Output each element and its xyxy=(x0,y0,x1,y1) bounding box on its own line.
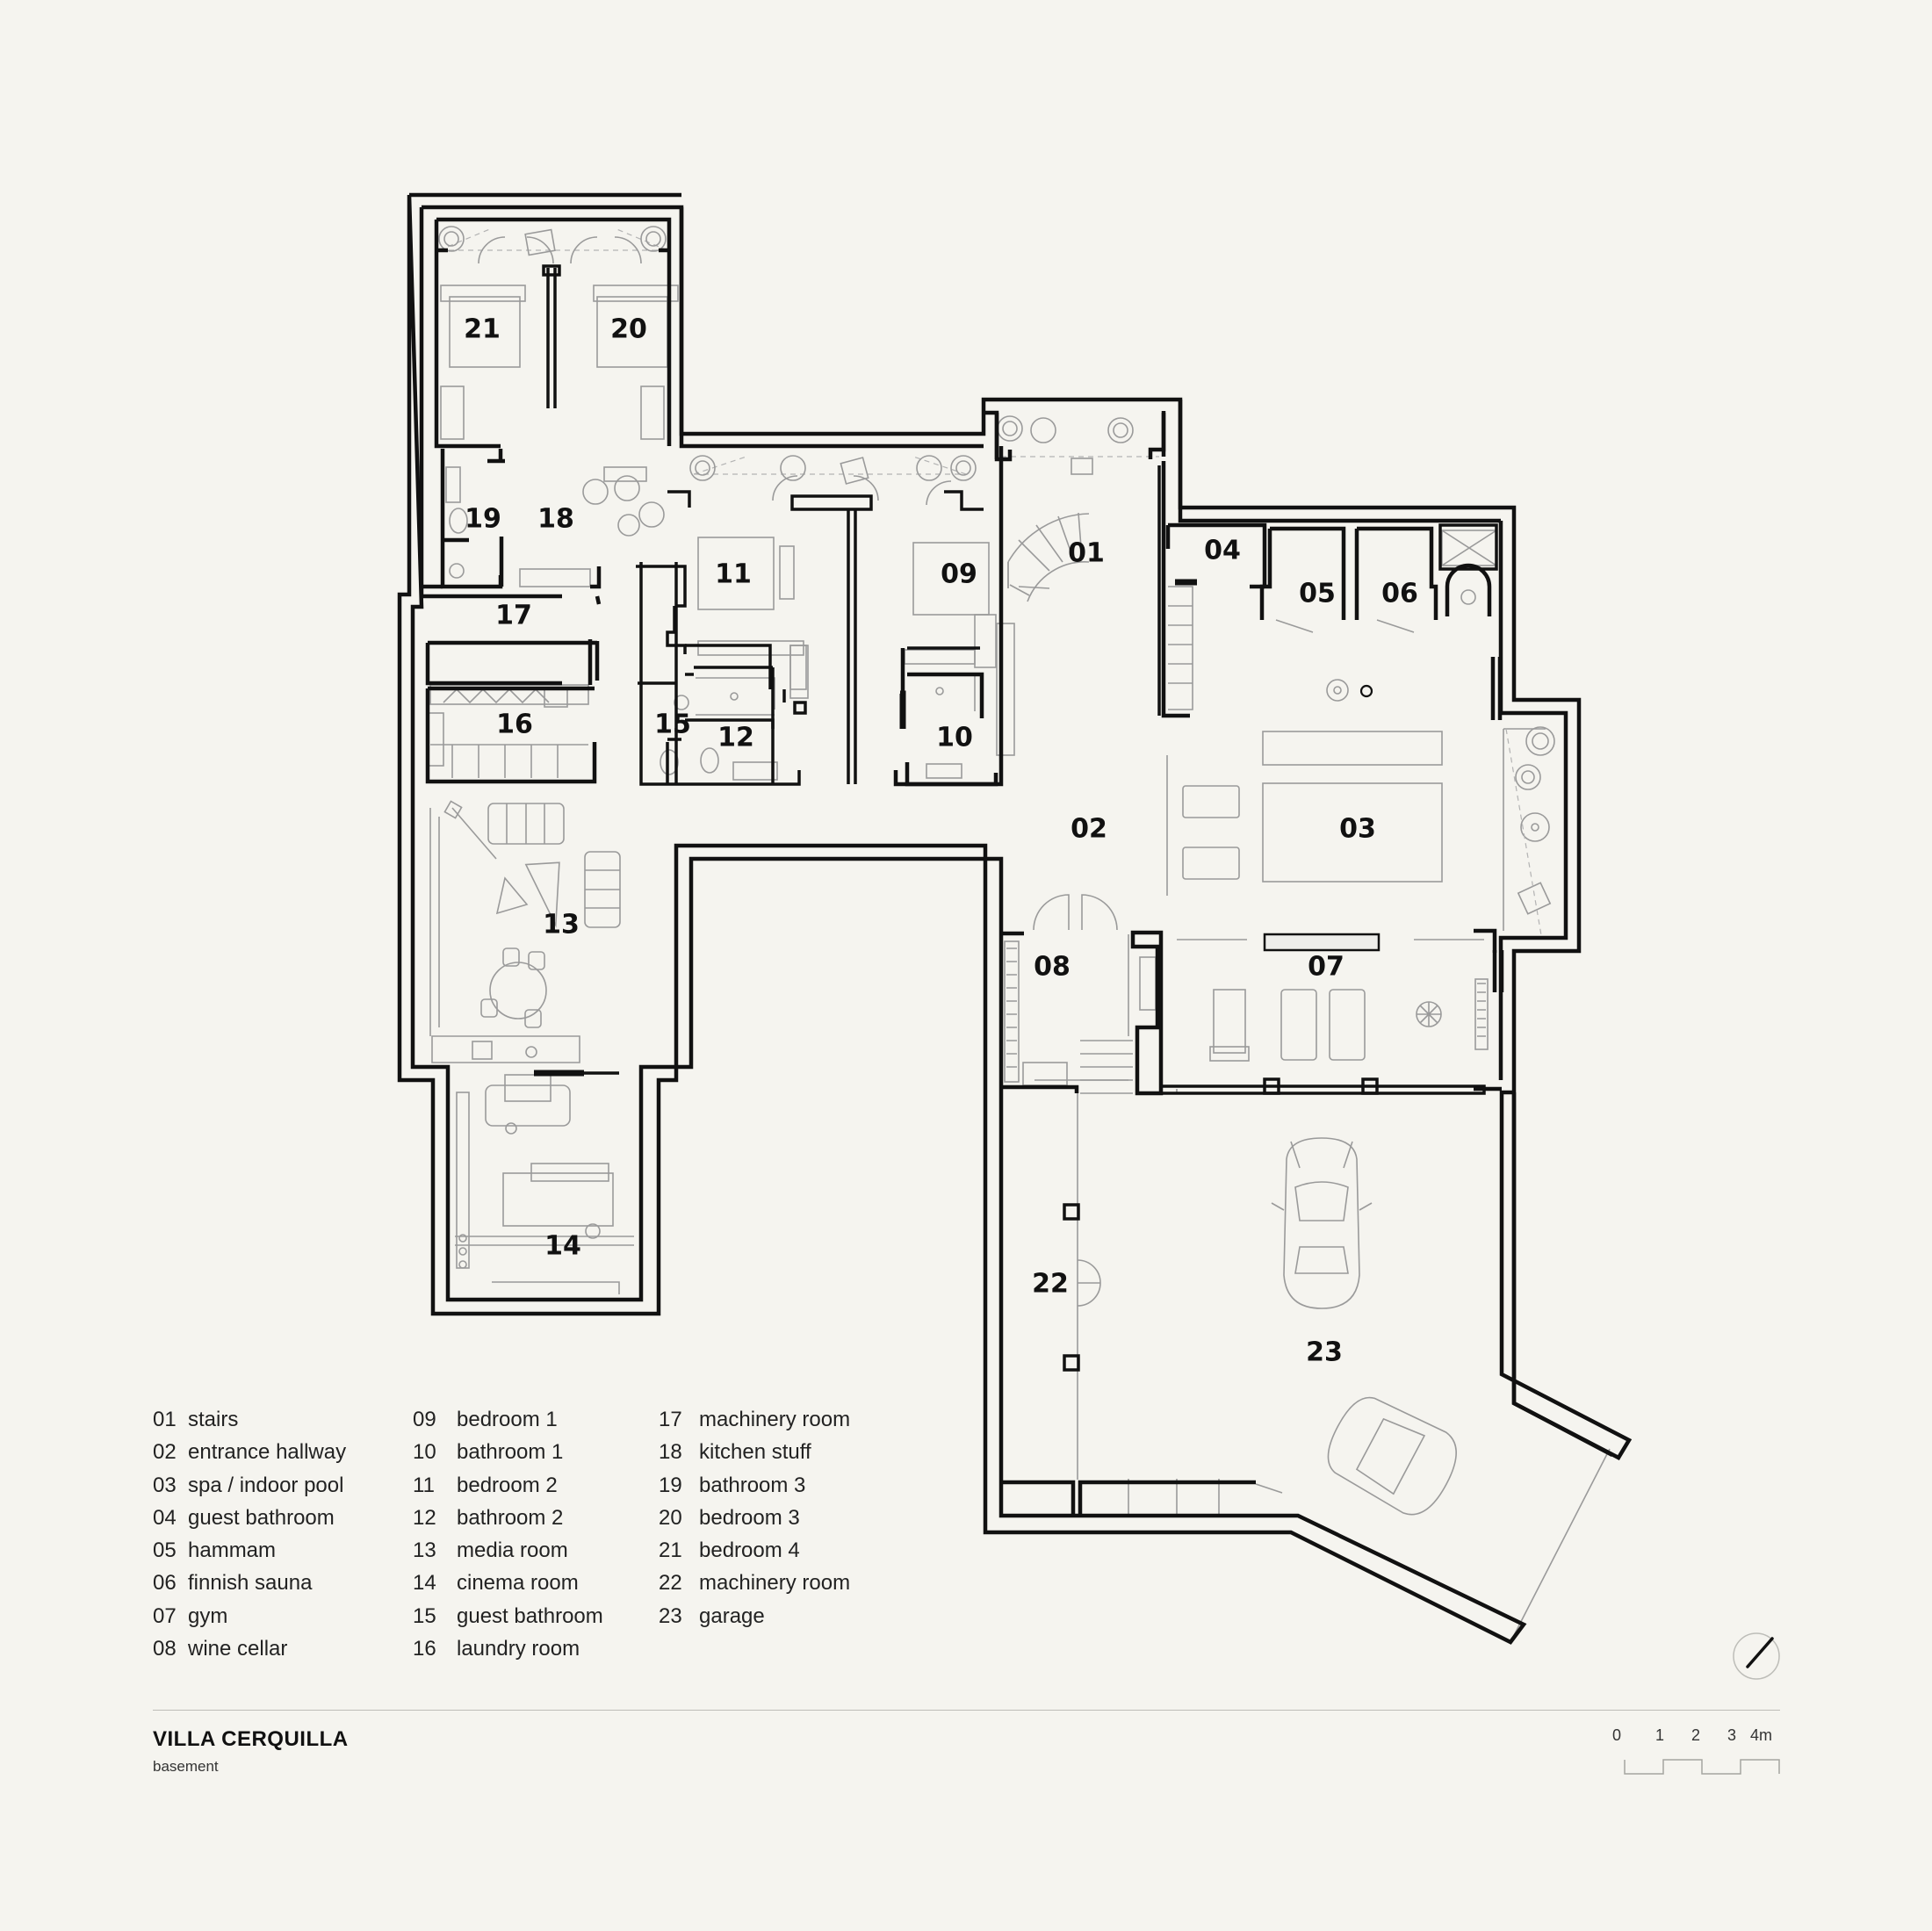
room-label-11: 11 xyxy=(715,559,752,590)
room-label-04: 04 xyxy=(1204,536,1241,566)
room-label-21: 21 xyxy=(464,314,501,345)
car-top xyxy=(1271,1137,1373,1309)
room-label-20: 20 xyxy=(610,314,647,345)
car-angled xyxy=(1327,1396,1457,1516)
walls xyxy=(397,192,1633,1645)
scale-label: 0 xyxy=(1612,1726,1622,1744)
room-label-23: 23 xyxy=(1306,1337,1343,1368)
scale-label: 1 xyxy=(1655,1726,1665,1744)
divider xyxy=(153,1710,1780,1711)
level-subtitle: basement xyxy=(153,1758,219,1775)
room-label-01: 01 xyxy=(1068,538,1105,569)
scale-label: 2 xyxy=(1691,1726,1701,1744)
room-label-10: 10 xyxy=(936,723,973,753)
room-label-16: 16 xyxy=(496,710,533,740)
room-label-09: 09 xyxy=(941,559,977,590)
scale-bar xyxy=(1624,1759,1780,1775)
room-labels: 01 02 03 04 05 06 07 08 09 10 11 12 13 1… xyxy=(464,314,1418,1368)
room-label-02: 02 xyxy=(1071,814,1107,845)
furniture-layer xyxy=(427,226,1611,1643)
room-label-12: 12 xyxy=(717,723,754,753)
room-label-19: 19 xyxy=(465,504,501,535)
scale-label: 4m xyxy=(1750,1726,1773,1744)
room-label-14: 14 xyxy=(544,1231,581,1262)
room-label-13: 13 xyxy=(543,910,580,940)
room-label-07: 07 xyxy=(1308,952,1344,983)
room-label-15: 15 xyxy=(654,710,691,740)
project-title: VILLA CERQUILLA xyxy=(153,1727,349,1751)
room-label-05: 05 xyxy=(1299,579,1336,609)
room-label-03: 03 xyxy=(1339,814,1376,845)
room-label-17: 17 xyxy=(495,601,532,631)
room-label-06: 06 xyxy=(1381,579,1418,609)
room-label-22: 22 xyxy=(1032,1269,1069,1300)
spiral-stair xyxy=(1007,512,1090,602)
scale-label: 3 xyxy=(1727,1726,1737,1744)
room-label-08: 08 xyxy=(1034,952,1071,983)
north-arrow-icon xyxy=(1733,1632,1780,1680)
room-label-18: 18 xyxy=(537,504,574,535)
